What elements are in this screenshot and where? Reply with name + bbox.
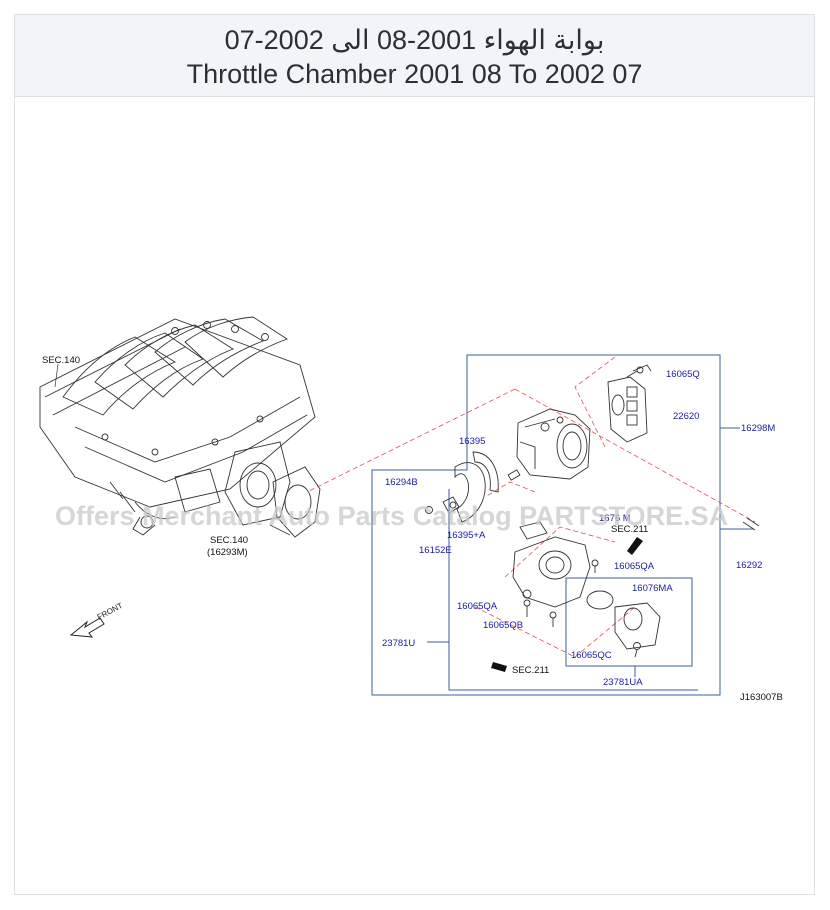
label-sec140-gasket: SEC.140 xyxy=(210,535,248,546)
diagram-frame: بوابة الهواء 2001-08 الى 2002-07 Throttl… xyxy=(14,14,815,895)
page-title-english: Throttle Chamber 2001 08 To 2002 07 xyxy=(186,59,643,89)
watermark: Offers Merchant Auto Parts Catalog PARTS… xyxy=(55,501,728,531)
part-label-16395[interactable]: 16395 xyxy=(459,436,485,447)
label-sec140-manifold: SEC.140 xyxy=(42,355,80,366)
front-arrow-icon xyxy=(69,617,105,638)
callout-outline xyxy=(371,354,753,696)
sec211-lower-arrow-icon xyxy=(491,662,507,672)
parts-diagram-svg: FRONT xyxy=(39,316,783,703)
part-label-16065QA-right[interactable]: 16065QA xyxy=(614,561,655,572)
part-label-16065Q[interactable]: 16065Q xyxy=(666,369,700,380)
part-label-1676M[interactable]: 1676 M xyxy=(599,513,631,524)
sec211-upper-arrow-icon xyxy=(627,537,643,555)
label-sec211-upper: SEC.211 xyxy=(611,524,648,535)
page-title-arabic: بوابة الهواء 2001-08 الى 2002-07 xyxy=(224,25,605,55)
part-label-16065QC[interactable]: 16065QC xyxy=(571,650,612,661)
leader-sec140-manifold xyxy=(54,363,59,388)
part-label-23781U[interactable]: 23781U xyxy=(382,638,415,649)
part-label-16065QB[interactable]: 16065QB xyxy=(483,620,523,631)
diagram-code: J163007B xyxy=(740,692,783,703)
leader-sec140-gasket xyxy=(269,524,291,536)
part-label-16292[interactable]: 16292 xyxy=(736,560,762,571)
parts-diagram: FRONT xyxy=(15,97,814,894)
part-label-22620[interactable]: 22620 xyxy=(673,411,699,422)
label-sec211-lower: SEC.211 xyxy=(512,665,549,676)
part-label-16065QA-left[interactable]: 16065QA xyxy=(457,601,498,612)
part-label-16298M[interactable]: 16298M xyxy=(741,423,775,434)
front-label: FRONT xyxy=(96,601,125,622)
part-label-23781UA[interactable]: 23781UA xyxy=(603,677,643,688)
part-label-16294B[interactable]: 16294B xyxy=(385,477,418,488)
label-16293M: (16293M) xyxy=(207,547,248,558)
page-header: بوابة الهواء 2001-08 الى 2002-07 Throttl… xyxy=(15,15,814,97)
part-label-16395A[interactable]: 16395+A xyxy=(447,530,486,541)
part-label-16152E[interactable]: 16152E xyxy=(419,545,452,556)
intake-manifold-drawing xyxy=(39,316,321,538)
throttle-body-drawing xyxy=(425,364,760,658)
part-label-16076MA[interactable]: 16076MA xyxy=(632,583,673,594)
